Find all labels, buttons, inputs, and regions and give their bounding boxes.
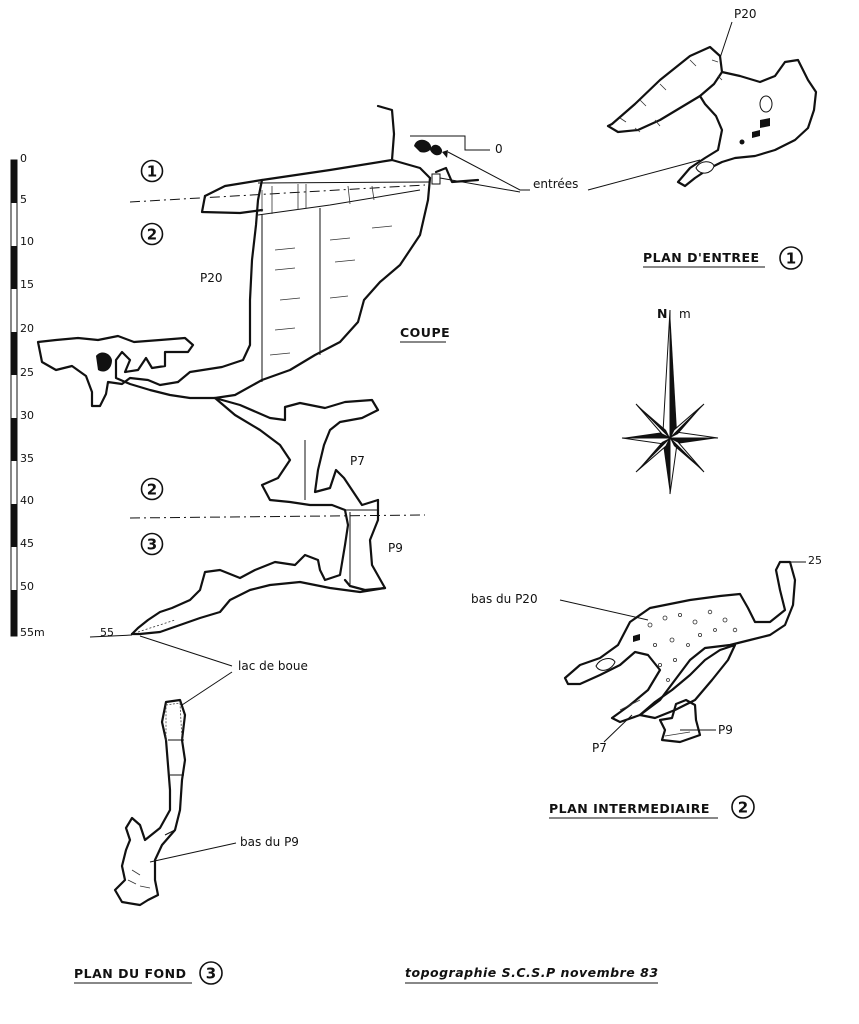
level-divider-1-2 [129,184,426,203]
label-p9-intermediaire: P9 [718,723,733,737]
scale-tick-25: 25 [20,366,34,379]
scale-tick-10: 10 [20,235,34,248]
svg-text:2: 2 [147,481,157,499]
scale-tick-45: 45 [20,537,34,550]
compass-north-label: N [657,306,668,321]
svg-text:1: 1 [147,163,157,181]
svg-text:3: 3 [206,965,216,983]
coupe-level-markers: 1 2 2 3 [140,159,164,556]
plan-fond-drawing [113,698,187,907]
label-zero: 0 [495,142,503,156]
scale-tick-40: 40 [20,494,34,507]
plan-intermediaire-drawing [563,560,797,744]
title-coupe: COUPE [400,325,450,340]
label-depth-25: 25 [808,554,822,567]
label-bas-du-p9: bas du P9 [240,835,299,849]
title-plan-intermediaire: PLAN INTERMEDIAIRE [549,801,710,816]
scale-tick-50: 50 [20,580,34,593]
scale-tick-30: 30 [20,409,34,422]
plan-entree-drawing [606,45,818,188]
svg-text:2: 2 [738,799,748,817]
label-lac-de-boue: lac de boue [238,659,308,673]
label-depth-55: 55 [100,626,114,639]
level-divider-2-3 [129,514,426,519]
label-p7-coupe: P7 [350,454,365,468]
label-entrees: entrées [533,177,578,191]
label-p20-entree: P20 [734,7,757,21]
label-p7-intermediaire: P7 [592,741,607,755]
depth-scale: 0 5 10 15 20 25 30 35 40 45 50 55m [10,152,45,639]
coupe-section [36,104,480,636]
scale-tick-0: 0 [20,152,27,165]
label-bas-du-p20: bas du P20 [471,592,538,606]
title-plan-du-fond: PLAN DU FOND [74,966,187,981]
scale-tick-15: 15 [20,278,34,291]
survey-credit: topographie S.C.S.P novembre 83 [405,965,659,980]
label-p20-coupe: P20 [200,271,223,285]
compass-rose [621,309,719,495]
svg-text:3: 3 [147,536,157,554]
scale-tick-55m: 55m [20,626,45,639]
svg-text:1: 1 [786,250,796,268]
compass-magnetic-label: m [679,307,691,321]
scale-tick-35: 35 [20,452,34,465]
label-p9-coupe: P9 [388,541,403,555]
svg-text:2: 2 [147,226,157,244]
scale-tick-20: 20 [20,322,34,335]
title-plan-entree: PLAN D'ENTREE [643,250,760,265]
scale-tick-5: 5 [20,193,27,206]
